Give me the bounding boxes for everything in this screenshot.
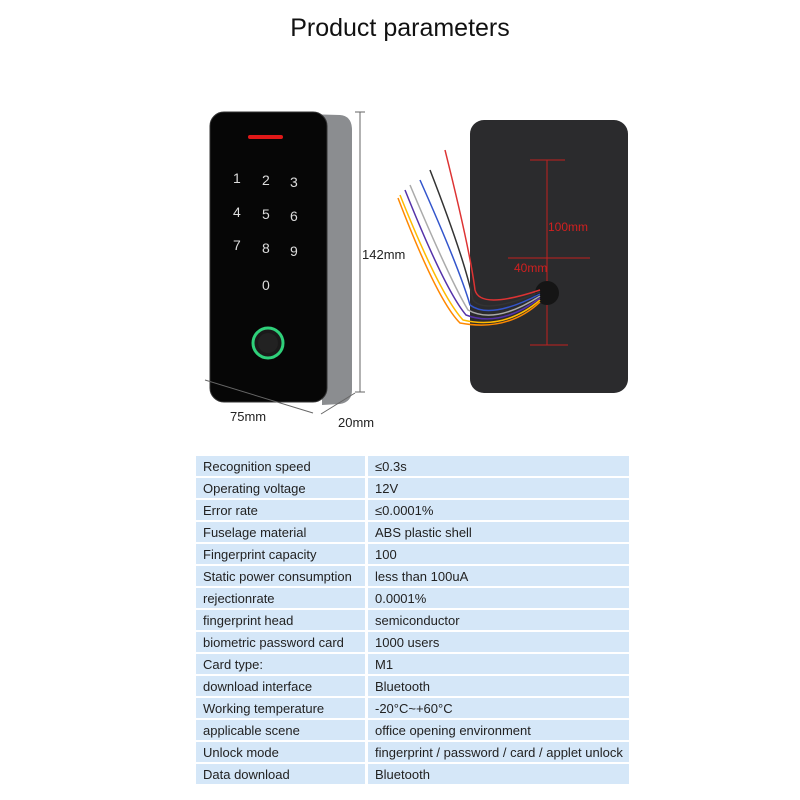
param-name: Card type: bbox=[196, 654, 368, 674]
keypad-key: 9 bbox=[290, 243, 298, 259]
param-value: -20°C~+60°C bbox=[368, 698, 629, 718]
param-value: M1 bbox=[368, 654, 629, 674]
param-name: Error rate bbox=[196, 500, 368, 520]
keypad-key: 7 bbox=[233, 237, 241, 253]
param-value: Bluetooth bbox=[368, 764, 629, 784]
param-value: ≤0.3s bbox=[368, 456, 629, 476]
param-name: fingerprint head bbox=[196, 610, 368, 630]
param-name: biometric password card bbox=[196, 632, 368, 652]
param-value: 100 bbox=[368, 544, 629, 564]
param-value: Bluetooth bbox=[368, 676, 629, 696]
mount-horizontal-label: 40mm bbox=[514, 261, 548, 275]
table-row: Working temperature-20°C~+60°C bbox=[196, 698, 629, 718]
page-title: Product parameters bbox=[290, 14, 510, 42]
param-name: Fuselage material bbox=[196, 522, 368, 542]
param-name: Working temperature bbox=[196, 698, 368, 718]
param-value: ABS plastic shell bbox=[368, 522, 629, 542]
param-name: Fingerprint capacity bbox=[196, 544, 368, 564]
param-name: rejectionrate bbox=[196, 588, 368, 608]
keypad-key: 4 bbox=[233, 204, 241, 220]
param-value: ≤0.0001% bbox=[368, 500, 629, 520]
keypad-key: 6 bbox=[290, 208, 298, 224]
product-illustration: 1 2 3 4 5 6 7 8 9 0 bbox=[204, 111, 628, 415]
param-value: less than 100uA bbox=[368, 566, 629, 586]
param-name: applicable scene bbox=[196, 720, 368, 740]
device-back bbox=[397, 120, 628, 393]
param-value: semiconductor bbox=[368, 610, 629, 630]
param-value: 12V bbox=[368, 478, 629, 498]
table-row: Card type:M1 bbox=[196, 654, 629, 674]
param-name: Operating voltage bbox=[196, 478, 368, 498]
param-name: Recognition speed bbox=[196, 456, 368, 476]
param-name: Data download bbox=[196, 764, 368, 784]
param-value: fingerprint / password / card / applet u… bbox=[368, 742, 629, 762]
keypad-key: 3 bbox=[290, 174, 298, 190]
width-label: 75mm bbox=[230, 409, 267, 424]
param-value: office opening environment bbox=[368, 720, 629, 740]
keypad-key: 1 bbox=[233, 170, 241, 186]
keypad-key: 0 bbox=[262, 277, 270, 293]
table-row: Recognition speed≤0.3s bbox=[196, 456, 629, 476]
table-row: Error rate≤0.0001% bbox=[196, 500, 629, 520]
depth-label: 20mm bbox=[338, 415, 375, 430]
mount-vertical-label: 100mm bbox=[548, 220, 589, 234]
param-name: Static power consumption bbox=[196, 566, 368, 586]
param-name: download interface bbox=[196, 676, 368, 696]
height-label: 142mm bbox=[362, 247, 406, 262]
keypad-key: 5 bbox=[262, 206, 270, 222]
param-value: 1000 users bbox=[368, 632, 629, 652]
param-name: Unlock mode bbox=[196, 742, 368, 762]
device-front: 1 2 3 4 5 6 7 8 9 0 bbox=[204, 111, 365, 415]
param-value: 0.0001% bbox=[368, 588, 629, 608]
keypad-key: 8 bbox=[262, 240, 270, 256]
keypad-key: 2 bbox=[262, 172, 270, 188]
